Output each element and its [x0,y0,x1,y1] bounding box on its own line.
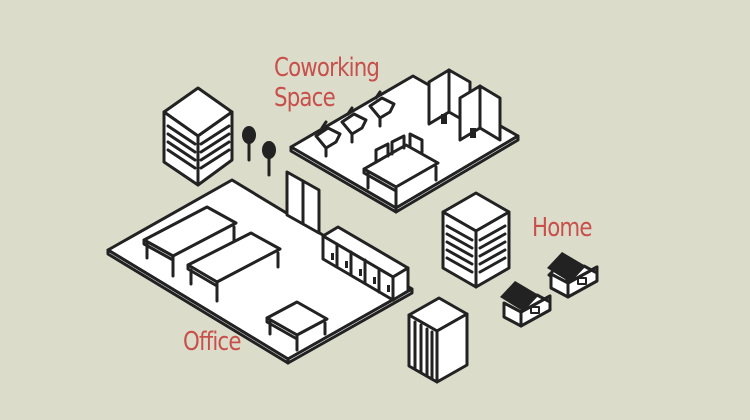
house-icon [500,281,552,328]
office-doors [285,170,321,235]
office-floor-group [106,170,414,365]
house-icon [547,252,599,299]
tree-icon [262,141,276,177]
striped-tower-windows [413,320,434,380]
coworking-desks [362,132,440,207]
trees [242,126,276,177]
striped-tower [407,296,469,384]
tree-icon [242,126,256,162]
houses [500,252,599,328]
office-tower-windows [166,124,231,170]
lounge-chairs [314,90,396,158]
apartment-windows [445,224,507,274]
label-office: Office [183,327,241,357]
label-coworking: Coworking [274,53,380,83]
coworking-space [289,68,520,214]
apartment-building [441,191,511,289]
phone-booths [427,68,502,142]
meeting-tables [142,205,282,303]
office-tower [162,86,234,187]
lockers [321,225,410,302]
label-space: Space [274,83,336,113]
small-table [265,300,329,352]
label-home: Home [532,213,592,243]
